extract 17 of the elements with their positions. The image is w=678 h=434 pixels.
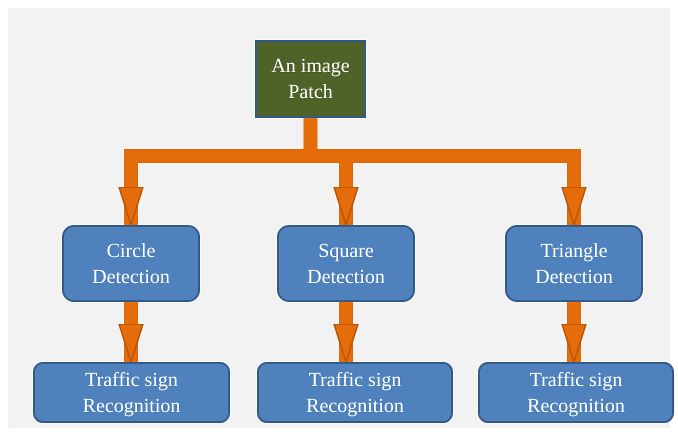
arrow (118, 302, 144, 363)
output-box (478, 362, 674, 423)
node-label: Traffic sign Recognition (82, 368, 182, 418)
process-box (62, 225, 200, 302)
node-label: An image Patch (271, 54, 350, 105)
node-label: Traffic sign Recognition (526, 368, 626, 418)
node-label: Circle Detection (91, 238, 171, 290)
output-box (257, 362, 453, 423)
input-box (255, 40, 366, 118)
arrow (333, 302, 359, 363)
process-box (277, 225, 415, 302)
node-label: Triangle Detection (534, 238, 614, 290)
output-box (33, 362, 230, 423)
node-label: Square Detection (306, 238, 386, 290)
node-label: Traffic sign Recognition (305, 368, 405, 418)
process-box (505, 225, 643, 302)
arrow (561, 302, 587, 363)
